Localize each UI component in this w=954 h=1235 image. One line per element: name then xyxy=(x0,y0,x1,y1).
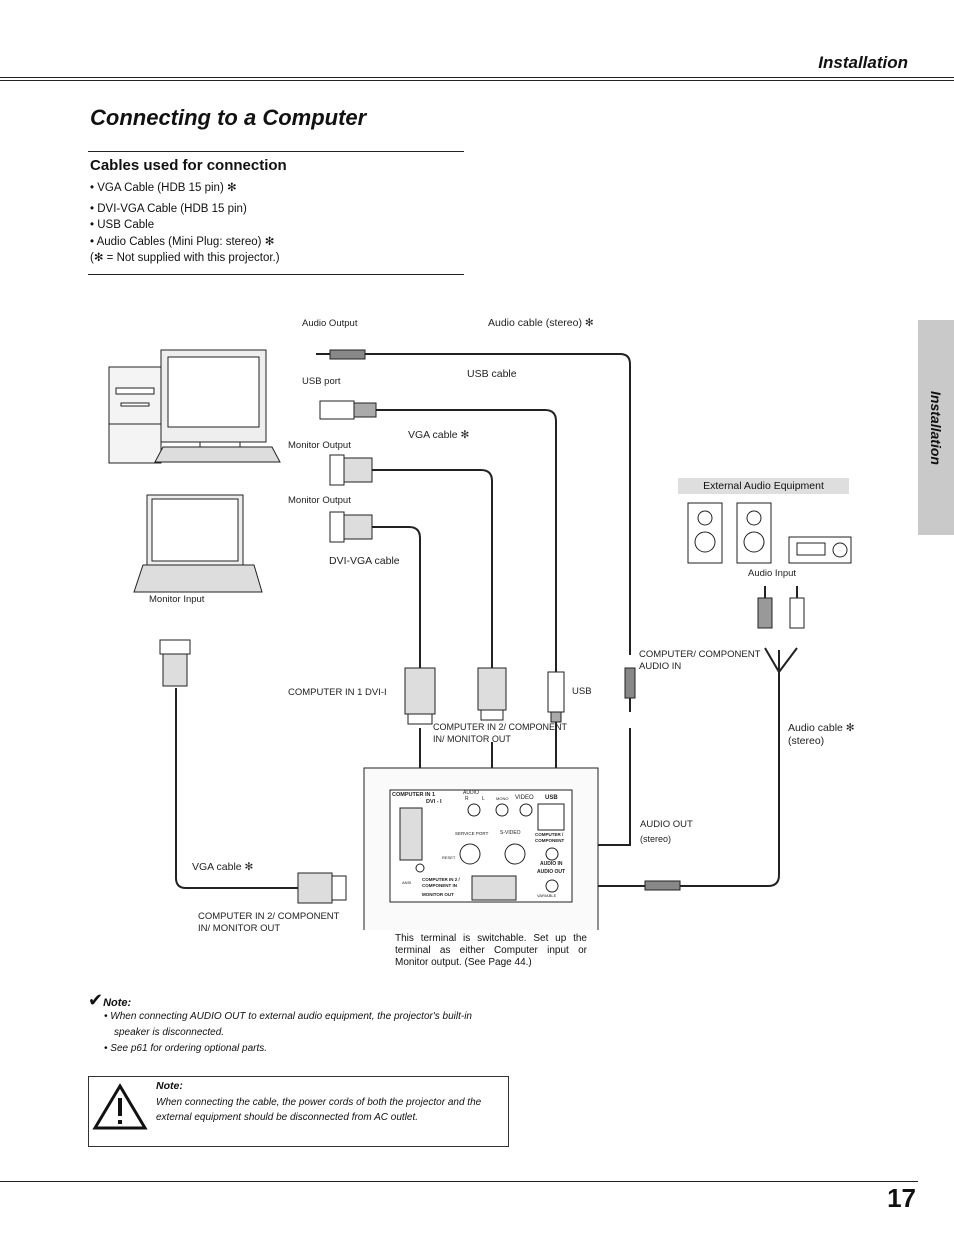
label-audio-output: Audio Output xyxy=(302,318,358,329)
cable-item: • VGA Cable (HDB 15 pin) ✻ xyxy=(90,182,237,194)
projector-panel xyxy=(363,767,599,930)
label-audio-cable-right: Audio cable ✻ (stereo) xyxy=(788,722,855,747)
dvi-plug-pc xyxy=(329,511,373,543)
usb-plug-projector xyxy=(547,671,565,723)
label-audio-input: Audio Input xyxy=(748,568,797,579)
label-computer-in-1-dvi: COMPUTER IN 1 DVI-I xyxy=(288,687,387,698)
panel-computer-in-1: COMPUTER IN 1 xyxy=(392,792,436,798)
vga-plug-projector xyxy=(477,667,507,721)
note-list: • When connecting AUDIO OUT to external … xyxy=(98,1009,508,1057)
cable-item: • Audio Cables (Mini Plug: stereo) ✻ xyxy=(90,235,275,248)
panel-audio-out: AUDIO OUT xyxy=(537,869,566,875)
caution-label: Note: xyxy=(156,1080,183,1092)
panel-service-port: SERVICE PORT xyxy=(455,831,489,836)
dvi-plug-projector xyxy=(404,667,436,725)
audio-plug-audio-out xyxy=(628,880,681,891)
cables-heading: Cables used for connection xyxy=(90,157,287,174)
label-monitor-input: Monitor Input xyxy=(149,594,205,605)
label-vga-cable-bottom: VGA cable ✻ xyxy=(192,861,254,873)
label-computer-in-2-bottom: COMPUTER IN 2/ COMPONENT IN/ MONITOR OUT xyxy=(198,911,340,934)
label-vga-cable-top: VGA cable ✻ xyxy=(408,429,470,441)
label-audio-out-stereo: (stereo) xyxy=(640,834,672,844)
panel-dvi-i: DVI - I xyxy=(426,799,442,805)
cables-rule-top xyxy=(88,151,464,152)
note-heading: ✔Note: xyxy=(88,990,131,1011)
vga-plug-pc xyxy=(329,454,373,486)
panel-ansi: ANSI xyxy=(402,880,412,885)
page-title: Connecting to a Computer xyxy=(90,105,367,130)
label-monitor-output-2: Monitor Output xyxy=(288,495,351,506)
warning-icon xyxy=(92,1083,148,1130)
panel-video: VIDEO xyxy=(515,795,534,801)
dvi-vga-cable-line xyxy=(372,526,421,668)
side-tab: Installation xyxy=(918,320,954,535)
panel-s-video: S-VIDEO xyxy=(500,830,521,836)
note-label: Note: xyxy=(103,997,132,1009)
panel-l: L xyxy=(482,796,485,802)
section-title: Installation xyxy=(818,53,908,72)
header-rule-bottom xyxy=(0,80,954,81)
laptop-computer xyxy=(133,494,263,593)
vga-plug-monitor xyxy=(159,639,191,687)
audio-receiver xyxy=(788,536,852,564)
speaker-right xyxy=(736,502,772,564)
speaker-left xyxy=(687,502,723,564)
cables-list: • VGA Cable (HDB 15 pin) ✻ • DVI-VGA Cab… xyxy=(90,180,280,267)
cable-footnote: (✻ = Not supplied with this projector.) xyxy=(90,252,280,264)
label-monitor-output-1: Monitor Output xyxy=(288,440,351,451)
label-usb: USB xyxy=(572,686,592,697)
label-audio-cable-stereo: Audio cable (stereo) ✻ xyxy=(488,317,594,329)
rca-split-line xyxy=(764,647,798,673)
footer-rule xyxy=(0,1181,918,1182)
label-dvi-vga-cable: DVI-VGA cable xyxy=(329,555,400,567)
rca-plugs xyxy=(757,586,805,629)
page-number: 17 xyxy=(887,1183,916,1213)
usb-plug-pc xyxy=(319,400,377,420)
label-computer-component-audio-in: COMPUTER/ COMPONENT AUDIO IN xyxy=(639,649,761,672)
cable-item: • USB Cable xyxy=(90,219,155,231)
note-item: • See p61 for ordering optional parts. xyxy=(104,1043,268,1054)
panel-audio-in: AUDIO IN xyxy=(540,861,563,867)
cables-rule-bottom xyxy=(88,274,464,275)
panel-computer-in-2: COMPUTER IN 2 / COMPONENT IN xyxy=(422,877,460,888)
audio-plug-projector xyxy=(624,667,636,712)
panel-r: R xyxy=(465,796,469,802)
audio-cable-line xyxy=(365,353,631,655)
vga-cable-line xyxy=(372,469,493,668)
caution-box: Note: When connecting the cable, the pow… xyxy=(88,1076,509,1147)
note-item: • When connecting AUDIO OUT to external … xyxy=(104,1011,472,1038)
label-computer-in-2-top: COMPUTER IN 2/ COMPONENT IN/ MONITOR OUT xyxy=(433,722,568,744)
panel-monitor-out: MONITOR OUT xyxy=(422,892,454,897)
cable-item: • DVI-VGA Cable (HDB 15 pin) xyxy=(90,202,247,215)
panel-audio: AUDIO xyxy=(463,790,479,796)
header-rule-top xyxy=(0,77,954,78)
desktop-computer xyxy=(108,349,281,464)
panel-reset: RESET xyxy=(442,855,456,860)
caution-text: When connecting the cable, the power cor… xyxy=(156,1097,482,1123)
audio-plug-pc xyxy=(316,349,366,360)
vga-monitor-cable-line xyxy=(175,688,298,889)
panel-computer-component: COMPUTER / COMPONENT xyxy=(535,832,565,843)
label-usb-port: USB port xyxy=(302,376,341,387)
panel-variable: VARIABLE xyxy=(537,893,557,898)
label-external-audio-equipment: External Audio Equipment xyxy=(678,478,849,494)
label-usb-cable: USB cable xyxy=(467,368,517,380)
label-audio-out: AUDIO OUT xyxy=(640,819,693,830)
audio-out-cable-line xyxy=(680,650,780,887)
usb-cable-line xyxy=(376,409,557,672)
terminal-note: This terminal is switchable. Set up the … xyxy=(395,933,587,968)
panel-mono: MONO xyxy=(496,796,509,801)
check-icon: ✔ xyxy=(88,990,104,1010)
vga-plug-bottom xyxy=(297,872,347,904)
panel-usb: USB xyxy=(545,795,558,801)
